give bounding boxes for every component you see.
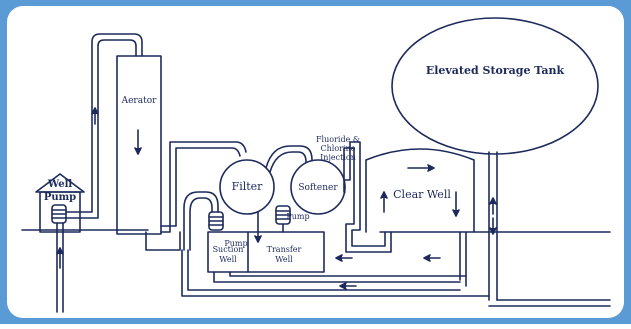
label-pump-right: Pump bbox=[286, 212, 309, 221]
label-suction-well-1: Suction bbox=[213, 245, 244, 254]
label-well-pump-2: Pump bbox=[44, 192, 76, 203]
label-filter: Filter bbox=[232, 180, 264, 193]
aerator-tower bbox=[116, 55, 162, 235]
elevated-storage-tank bbox=[391, 17, 599, 155]
suction-transfer-basin bbox=[207, 231, 325, 273]
filter-tank bbox=[219, 159, 275, 215]
pipe-softener-to-clearwell-outer bbox=[344, 141, 386, 247]
pipe-softener-to-clearwell-inner bbox=[343, 147, 392, 253]
pipe-pump-left-outer bbox=[183, 191, 219, 251]
return-loop-outer bbox=[181, 249, 490, 297]
softener-tank bbox=[290, 159, 346, 215]
label-fluoride-3: Injection bbox=[320, 153, 356, 162]
label-clear-well: Clear Well bbox=[393, 188, 451, 201]
label-pump-left: Pump bbox=[224, 239, 247, 248]
pipe-pump-left-inner bbox=[189, 197, 213, 251]
pipe-to-aerator-inner bbox=[65, 39, 137, 219]
return-loop-innermost bbox=[229, 271, 467, 277]
label-softener: Softener bbox=[298, 183, 338, 193]
pipe-filter-to-softener-inner bbox=[269, 151, 307, 173]
return-loop-mid bbox=[187, 249, 461, 291]
label-elevated-storage-tank: Elevated Storage Tank bbox=[426, 64, 565, 77]
label-transfer-well-2: Well bbox=[275, 255, 293, 264]
pipe-aerator-to-filter-outer bbox=[160, 141, 247, 233]
clear-well-tank bbox=[365, 148, 475, 233]
aerator-basin bbox=[145, 231, 181, 251]
label-transfer-well-1: Transfer bbox=[267, 245, 302, 254]
label-fluoride-2: Chlorine bbox=[321, 144, 356, 153]
label-fluoride-1: Fluoride & bbox=[316, 135, 360, 144]
return-loop-inner bbox=[213, 271, 461, 283]
pipe-aerator-to-filter-inner bbox=[160, 147, 241, 227]
label-aerator: Aerator bbox=[121, 96, 158, 106]
label-well-pump-1: Well bbox=[47, 179, 73, 190]
label-suction-well-2: Well bbox=[219, 255, 237, 264]
pipe-filter-to-softener-outer bbox=[265, 145, 313, 169]
pipe-to-aerator-outer bbox=[65, 33, 143, 213]
